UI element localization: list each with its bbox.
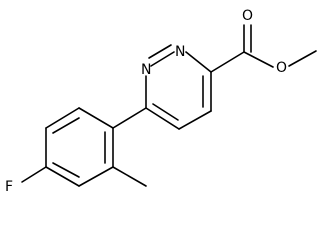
bond-carbonyl-ester-o (243, 51, 274, 68)
bond-c5-c6 (145, 107, 180, 130)
bond-aryl-c1-c2 (78, 107, 114, 129)
bond-aryl-fluorine (21, 166, 47, 183)
bond-c3-carbonyl (210, 51, 245, 73)
atom-label-n1: N (175, 44, 185, 60)
structure-canvas: N N O O F (5, 8, 317, 195)
molecule-diagram: N N O O F (5, 8, 317, 195)
bond-aryl-c5-c6 (78, 166, 114, 187)
bond-n1-c3 (185, 51, 212, 73)
atom-label-n2: N (141, 62, 151, 78)
bond-n1-n2-double (148, 44, 172, 59)
bond-aryl-c4-c5-double (52, 162, 80, 178)
bond-aryl-methyl (112, 166, 147, 187)
atom-label-ester-o: O (276, 60, 287, 76)
bond-c5-c6-double (152, 103, 179, 121)
atom-label-fluorine: F (5, 179, 13, 195)
bond-aryl-c2-c3 (45, 107, 80, 129)
atom-label-carbonyl-o: O (242, 8, 253, 24)
bond-c6-aryl (112, 107, 147, 129)
bond-aryl-c4-c5 (45, 166, 80, 187)
bond-c4-c5 (178, 110, 212, 130)
bond-aryl-c2-c3-double (52, 117, 80, 134)
bond-n1-n2 (150, 51, 175, 67)
bond-ester-o-methyl (288, 50, 317, 67)
